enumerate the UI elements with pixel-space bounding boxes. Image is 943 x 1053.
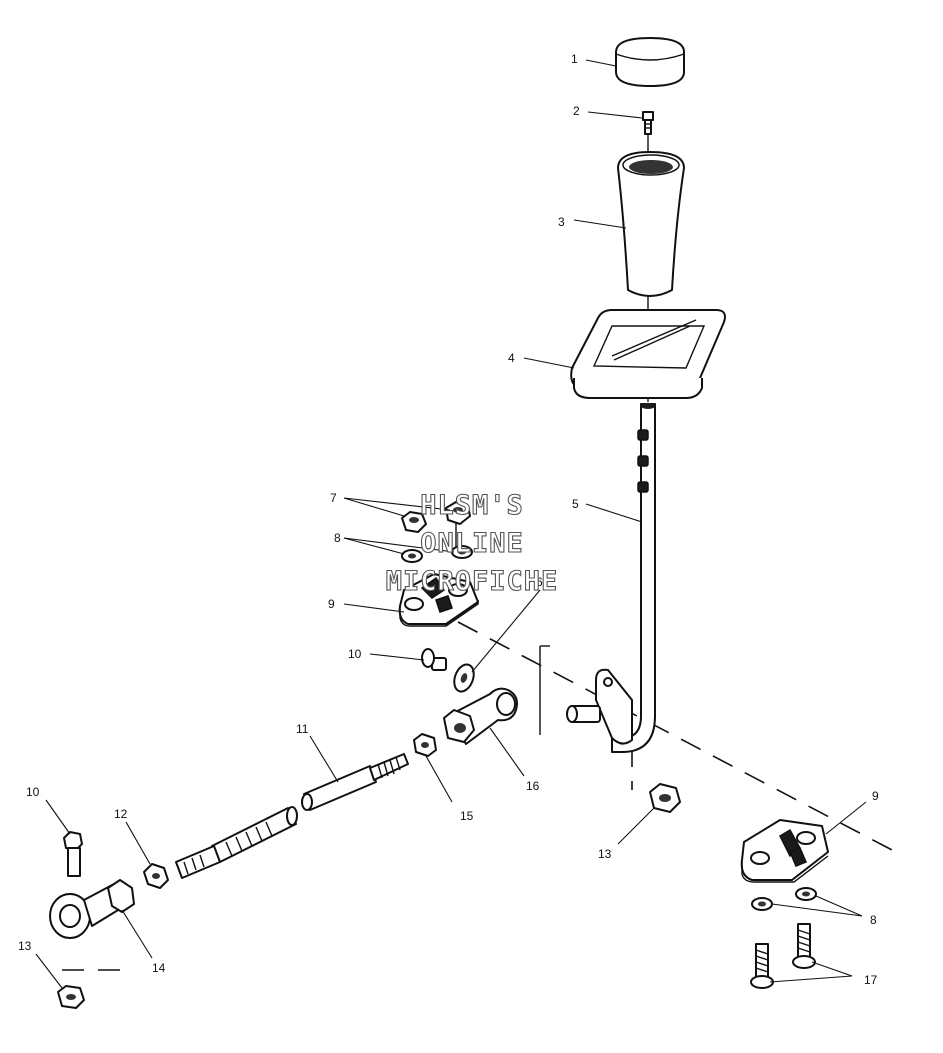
callout-5: 5 bbox=[572, 497, 579, 511]
callout-8-lower: 8 bbox=[870, 913, 877, 927]
callout-9-upper: 9 bbox=[328, 597, 335, 611]
part-2-screw[interactable] bbox=[642, 111, 654, 135]
part-8-washer-upper-left[interactable] bbox=[401, 549, 423, 563]
part-14-eye-rod-end[interactable] bbox=[49, 879, 135, 939]
part-15-jam-nut[interactable] bbox=[413, 733, 437, 757]
part-9-pivot-block-upper[interactable] bbox=[398, 573, 479, 627]
callout-10-upper: 10 bbox=[348, 647, 362, 661]
callout-11: 11 bbox=[296, 722, 309, 736]
watermark: HLSM'S ONLINE MICROFICHE bbox=[385, 489, 559, 597]
watermark-line-2: ONLINE bbox=[420, 528, 524, 559]
callout-15: 15 bbox=[460, 809, 474, 823]
callout-14: 14 bbox=[152, 961, 166, 975]
part-7-nut-right[interactable] bbox=[445, 501, 471, 525]
part-8-washer-lower-left[interactable] bbox=[751, 897, 773, 911]
callout-16: 16 bbox=[526, 779, 540, 793]
part-16-rod-end[interactable] bbox=[443, 687, 518, 745]
part-4-shift-boot[interactable] bbox=[570, 309, 726, 399]
part-6-washer[interactable] bbox=[451, 662, 477, 694]
part-7-nut-left[interactable] bbox=[401, 511, 427, 533]
callout-13-left: 13 bbox=[18, 939, 32, 953]
callout-17: 17 bbox=[864, 973, 878, 987]
part-17-screw-right[interactable] bbox=[792, 923, 816, 969]
part-3-shift-grip[interactable] bbox=[617, 151, 685, 297]
part-11-knurled-tube[interactable] bbox=[175, 806, 298, 879]
callout-8-upper: 8 bbox=[334, 531, 341, 545]
part-13-nut-center[interactable] bbox=[649, 783, 681, 813]
callout-labels: 1 2 3 4 5 6 7 8 8 9 9 10 10 11 12 13 13 … bbox=[18, 52, 879, 987]
callout-10-lower: 10 bbox=[26, 785, 40, 799]
callout-12: 12 bbox=[114, 807, 128, 821]
callout-4: 4 bbox=[508, 351, 515, 365]
part-5-shift-lever[interactable] bbox=[566, 403, 656, 753]
callout-9-lower: 9 bbox=[872, 789, 879, 803]
watermark-line-1: HLSM'S bbox=[420, 490, 524, 521]
part-8-washer-lower-right[interactable] bbox=[795, 887, 817, 901]
part-10-bolt-lower[interactable] bbox=[63, 831, 83, 877]
part-1-knob-cap[interactable] bbox=[615, 37, 685, 87]
callout-3: 3 bbox=[558, 215, 565, 229]
callout-6: 6 bbox=[536, 575, 543, 589]
callout-2: 2 bbox=[573, 104, 580, 118]
callout-leaders bbox=[35, 59, 867, 989]
part-11-adjuster-rod[interactable] bbox=[301, 753, 409, 811]
callout-1: 1 bbox=[571, 52, 578, 66]
part-13-nut-lower-left[interactable] bbox=[57, 985, 85, 1009]
part-9-pivot-block-lower[interactable] bbox=[740, 819, 829, 883]
part-17-screw-left[interactable] bbox=[750, 943, 774, 989]
part-10-bolt-upper[interactable] bbox=[421, 648, 447, 671]
part-12-nut[interactable] bbox=[143, 863, 169, 889]
callout-13-center: 13 bbox=[598, 847, 612, 861]
callout-7: 7 bbox=[330, 491, 337, 505]
watermark-line-3: MICROFICHE bbox=[386, 566, 559, 597]
